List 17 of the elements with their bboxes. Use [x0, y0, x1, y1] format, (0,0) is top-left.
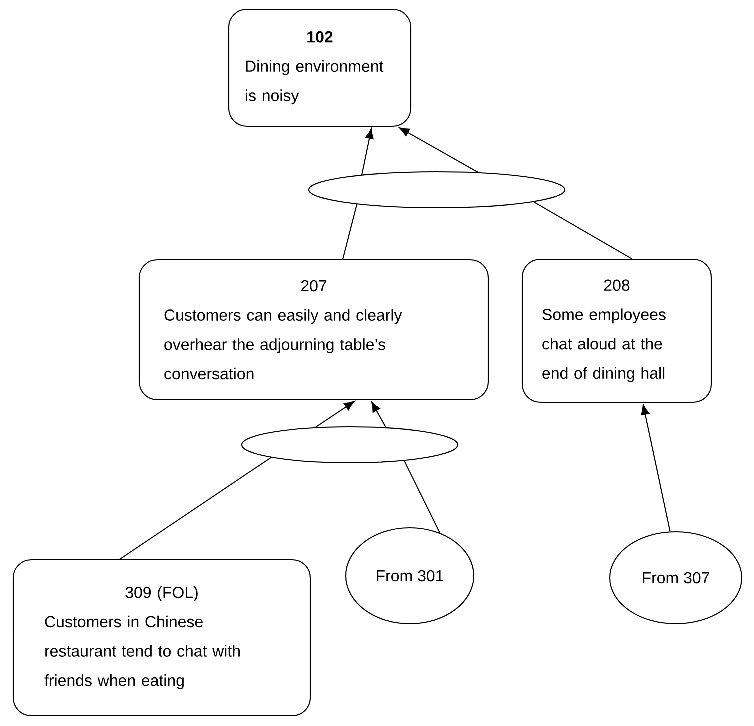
connector-line [120, 456, 272, 560]
arrow [314, 401, 355, 428]
arrow [641, 404, 671, 532]
process-box: 102 Dining environment is noisy [228, 8, 412, 128]
arrow [361, 128, 374, 176]
connector-line [404, 460, 441, 534]
junction-ellipse [241, 426, 459, 464]
connector-line [342, 204, 358, 260]
connector-line [533, 201, 632, 260]
oval-node: From 307 [609, 531, 743, 625]
junction-ellipse [308, 171, 566, 209]
arrow [372, 402, 387, 428]
oval-node: From 301 [345, 527, 475, 625]
process-box: 309 (FOL) Customers in Chinese restaurant tend to chat with friends when eating [12, 559, 312, 717]
process-box: 207 Customers can easily and clearly overhear the adjourning table’s conversation [138, 259, 490, 401]
arrow [399, 128, 480, 174]
process-box: 208 Some employees chat aloud at the end of dining hall [522, 258, 712, 404]
